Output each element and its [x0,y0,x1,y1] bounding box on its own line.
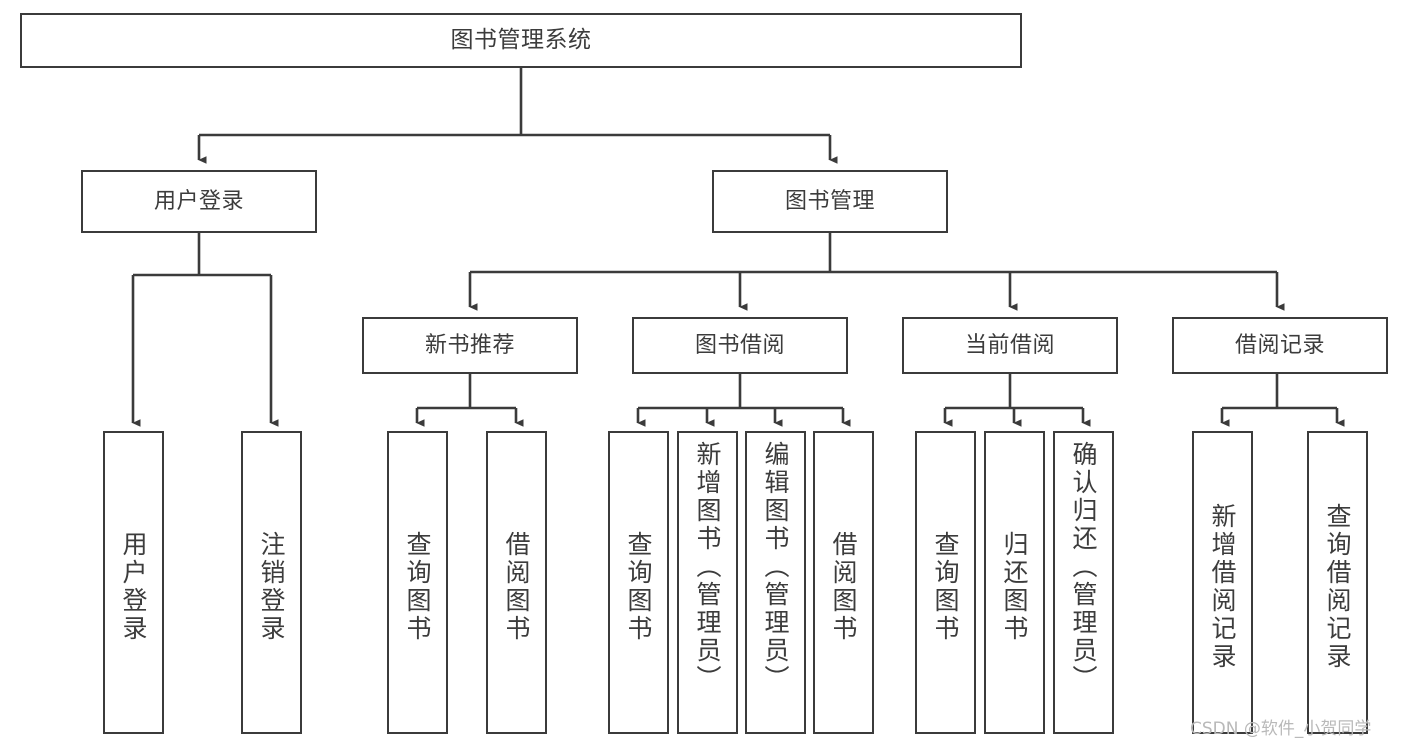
leaf-bb-query-books[interactable]: 查询图书 [608,431,669,734]
csdn-watermark: CSDN @软件_小贺同学 [1190,719,1372,739]
leaf-br-add-record[interactable]: 新增借阅记录 [1192,431,1253,734]
node-label: 查询图书 [931,530,960,643]
node-label: 图书管理 [784,188,875,214]
node-user-login[interactable]: 用户登录 [81,170,317,233]
node-label: 注销登录 [257,530,286,643]
node-label: 用户登录 [153,188,244,214]
leaf-br-query-record[interactable]: 查询借阅记录 [1307,431,1368,734]
node-label: 用户登录 [119,530,148,643]
node-label: 借阅图书 [502,530,531,643]
leaf-nb-query-books[interactable]: 查询图书 [387,431,448,734]
leaf-bb-edit-book-admin[interactable]: 编辑图书（管理员） [745,431,806,734]
node-label: 新增图书（管理员） [693,441,722,693]
node-borrow-records[interactable]: 借阅记录 [1172,317,1388,374]
node-label: 查询图书 [403,530,432,643]
node-root-book-management-system[interactable]: 图书管理系统 [20,13,1022,68]
node-new-book-recommend[interactable]: 新书推荐 [362,317,578,374]
leaf-cb-return-books[interactable]: 归还图书 [984,431,1045,734]
node-label: 编辑图书（管理员） [761,441,790,693]
leaf-nb-borrow-books[interactable]: 借阅图书 [486,431,547,734]
node-current-borrow[interactable]: 当前借阅 [902,317,1118,374]
leaf-user-login[interactable]: 用户登录 [103,431,164,734]
leaf-cb-query-books[interactable]: 查询图书 [915,431,976,734]
node-label: 借阅记录 [1234,332,1325,358]
node-label: 查询图书 [624,530,653,643]
node-label: 当前借阅 [964,332,1055,358]
node-label: 借阅图书 [829,530,858,643]
leaf-bb-add-book-admin[interactable]: 新增图书（管理员） [677,431,738,734]
node-label: 确认归还（管理员） [1069,441,1098,693]
node-book-borrow[interactable]: 图书借阅 [632,317,848,374]
leaf-logout[interactable]: 注销登录 [241,431,302,734]
node-label: 图书借阅 [694,332,785,358]
node-label: 新书推荐 [424,332,515,358]
node-label: 归还图书 [1000,530,1029,643]
leaf-bb-borrow-books[interactable]: 借阅图书 [813,431,874,734]
node-label: 查询借阅记录 [1323,502,1352,671]
node-label: 图书管理系统 [450,27,592,54]
node-book-management[interactable]: 图书管理 [712,170,948,233]
node-label: 新增借阅记录 [1208,502,1237,671]
leaf-cb-confirm-return-admin[interactable]: 确认归还（管理员） [1053,431,1114,734]
